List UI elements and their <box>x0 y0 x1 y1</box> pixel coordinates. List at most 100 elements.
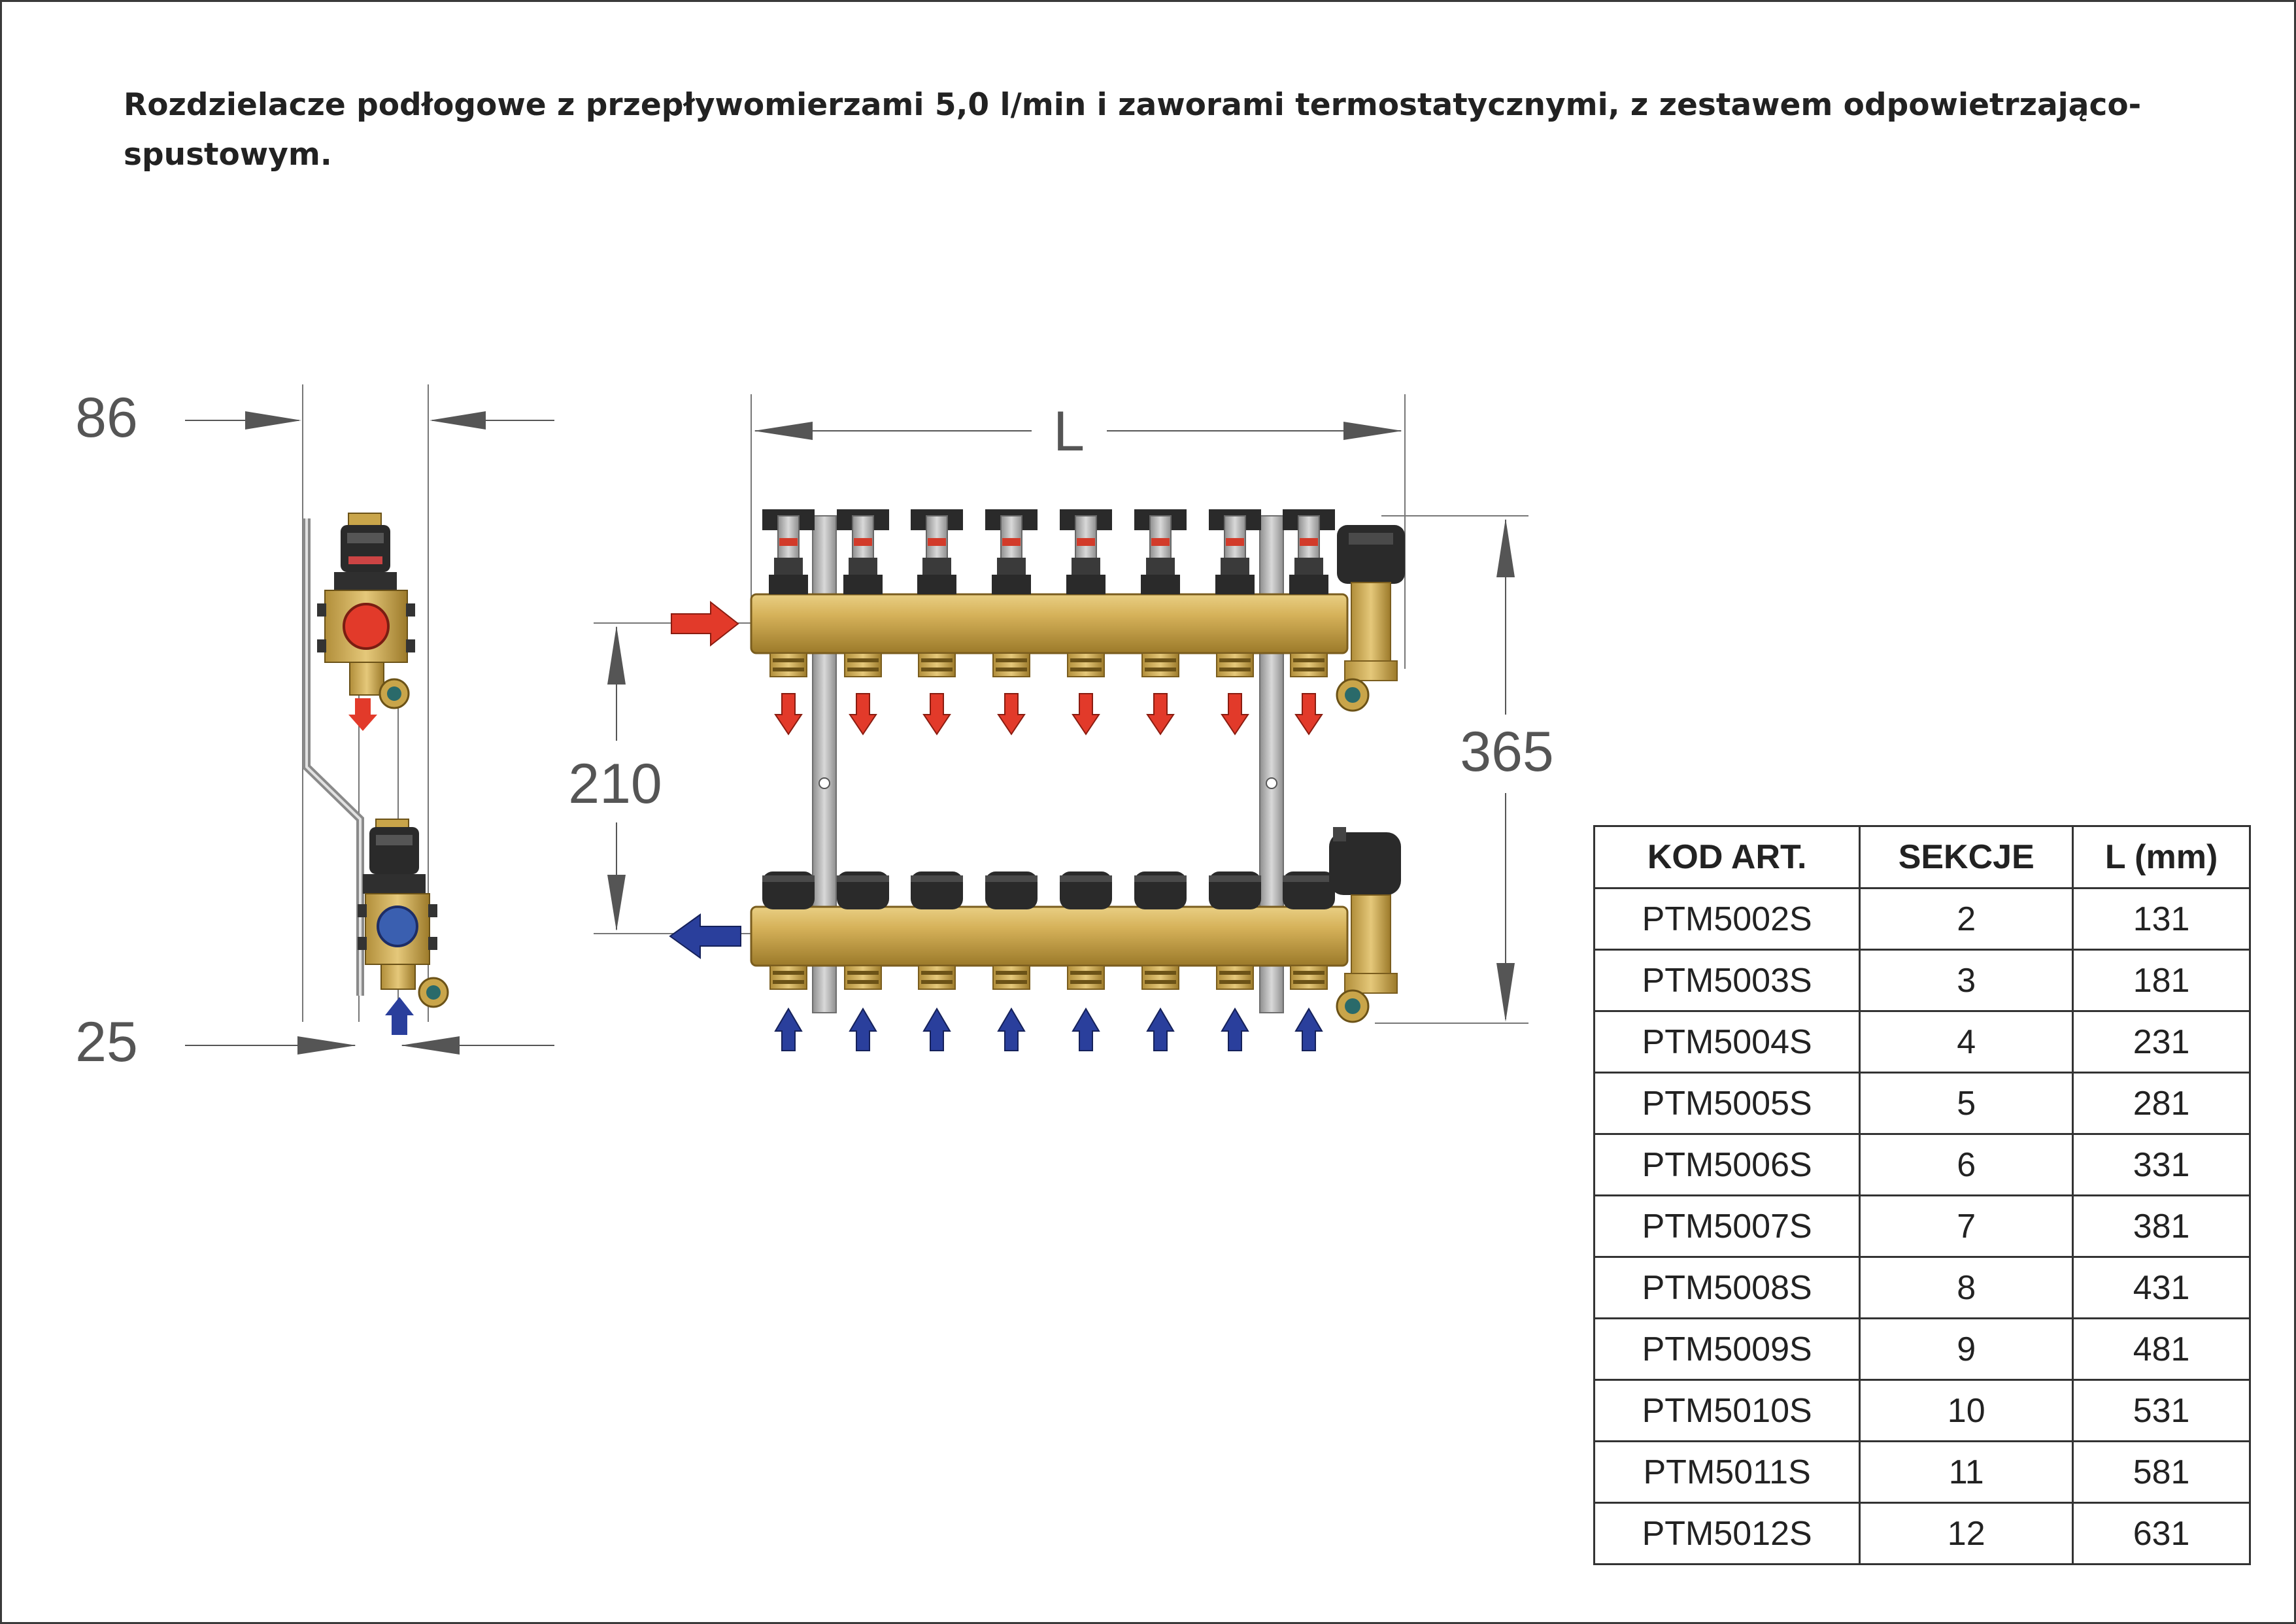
supply-outlet-fitting <box>1290 652 1328 677</box>
supply-manifold-body <box>750 593 1349 654</box>
cell-sections: 9 <box>1859 1317 2074 1381</box>
return-outlet-fitting <box>992 965 1030 990</box>
side-view: 86 25 <box>75 384 554 1074</box>
title-line-2: spustowym. <box>124 137 332 173</box>
dim-arrow-86-right <box>430 411 486 430</box>
cell-sections: 3 <box>1859 949 2074 1012</box>
cell-length: 331 <box>2072 1133 2251 1196</box>
return-outlet-fitting <box>769 965 807 990</box>
cell-length: 581 <box>2072 1440 2251 1504</box>
flowmeter <box>1060 509 1112 594</box>
dim-arrow-L-left <box>754 422 813 440</box>
cell-sections: 2 <box>1859 887 2074 951</box>
return-outlet-fitting <box>1290 965 1328 990</box>
supply-outlet-fitting <box>844 652 882 677</box>
circuit-supply-arrow-icon <box>774 693 803 736</box>
cell-sections: 6 <box>1859 1133 2074 1196</box>
circuit-return-arrow-icon <box>1146 1007 1175 1051</box>
cell-length: 281 <box>2072 1072 2251 1135</box>
title-line-1: Rozdzielacze podłogowe z przepływomierza… <box>124 87 2142 123</box>
dim-arrow-365-top <box>1496 518 1515 577</box>
front-view: L 210 365 <box>568 394 1554 1051</box>
return-outlet-fitting <box>918 965 956 990</box>
supply-manifold <box>671 509 1405 712</box>
cell-length: 131 <box>2072 887 2251 951</box>
flowmeter <box>985 509 1038 594</box>
dim-label-length: L <box>1053 400 1085 463</box>
circuit-supply-arrow-icon <box>997 693 1026 736</box>
cell-length: 531 <box>2072 1379 2251 1442</box>
circuit-return-arrow-icon <box>922 1007 951 1051</box>
circuit-supply-arrow-icon <box>1294 693 1323 736</box>
thermostatic-valve-cap <box>1209 871 1261 909</box>
dim-label-spacing: 210 <box>568 753 662 815</box>
cell-length: 231 <box>2072 1010 2251 1074</box>
thermostatic-valve-cap <box>1060 871 1112 909</box>
flowmeter <box>837 509 889 594</box>
dim-label-height: 365 <box>1460 720 1554 783</box>
supply-inlet-arrow-icon <box>671 600 739 647</box>
page-title: Rozdzielacze podłogowe z przepływomierza… <box>124 80 2183 180</box>
header-length: L (mm) <box>2072 825 2251 889</box>
return-outlet-fitting <box>1067 965 1105 990</box>
cell-sections: 8 <box>1859 1256 2074 1319</box>
thermostatic-valve-cap <box>1134 871 1187 909</box>
dim-arrow-25-left <box>297 1036 356 1055</box>
supply-outlet-fitting <box>769 652 807 677</box>
spec-table-header-row: KOD ART. SEKCJE L (mm) <box>1593 825 2251 889</box>
header-code: KOD ART. <box>1593 825 1861 889</box>
circuit-return-arrow-icon <box>997 1007 1026 1051</box>
circuit-flow-arrows <box>774 693 1323 1051</box>
side-supply-valve <box>317 513 415 731</box>
thermostatic-valve-cap <box>911 871 963 909</box>
header-sections: SEKCJE <box>1859 825 2074 889</box>
supply-outlet-fitting <box>918 652 956 677</box>
cell-sections: 4 <box>1859 1010 2074 1074</box>
circuit-return-arrow-icon <box>1072 1007 1100 1051</box>
cell-sections: 12 <box>1859 1502 2074 1565</box>
circuit-return-arrow-icon <box>774 1007 803 1051</box>
cell-code: PTM5008S <box>1593 1256 1861 1319</box>
circuit-supply-arrow-icon <box>1072 693 1100 736</box>
thermostatic-valves <box>762 871 1335 909</box>
supply-air-vent <box>1336 525 1405 712</box>
circuit-supply-arrow-icon <box>922 693 951 736</box>
supply-outlet-fitting <box>992 652 1030 677</box>
supply-outlet-fitting <box>1067 652 1105 677</box>
cell-length: 381 <box>2072 1194 2251 1258</box>
cell-code: PTM5011S <box>1593 1440 1861 1504</box>
supply-outlet-fitting <box>1141 652 1179 677</box>
circuit-return-arrow-icon <box>1294 1007 1323 1051</box>
cell-code: PTM5005S <box>1593 1072 1861 1135</box>
cell-code: PTM5007S <box>1593 1194 1861 1258</box>
thermostatic-valve-cap <box>1283 871 1335 909</box>
cell-length: 431 <box>2072 1256 2251 1319</box>
flowmeter <box>911 509 963 594</box>
cell-sections: 10 <box>1859 1379 2074 1442</box>
flowmeter <box>1134 509 1187 594</box>
cell-code: PTM5002S <box>1593 887 1861 951</box>
circuit-return-arrow-icon <box>849 1007 877 1051</box>
flowmeter <box>1283 509 1335 594</box>
thermostatic-valve-cap <box>762 871 815 909</box>
return-manifold <box>669 827 1401 1023</box>
dim-arrow-210-top <box>607 626 626 685</box>
side-supply-arrow-icon <box>348 698 377 731</box>
dim-arrow-L-right <box>1343 422 1402 440</box>
cell-sections: 5 <box>1859 1072 2074 1135</box>
side-return-valve <box>358 819 449 1035</box>
flowmeter <box>1209 509 1261 594</box>
circuit-return-arrow-icon <box>1221 1007 1249 1051</box>
return-outlet-fitting <box>1141 965 1179 990</box>
